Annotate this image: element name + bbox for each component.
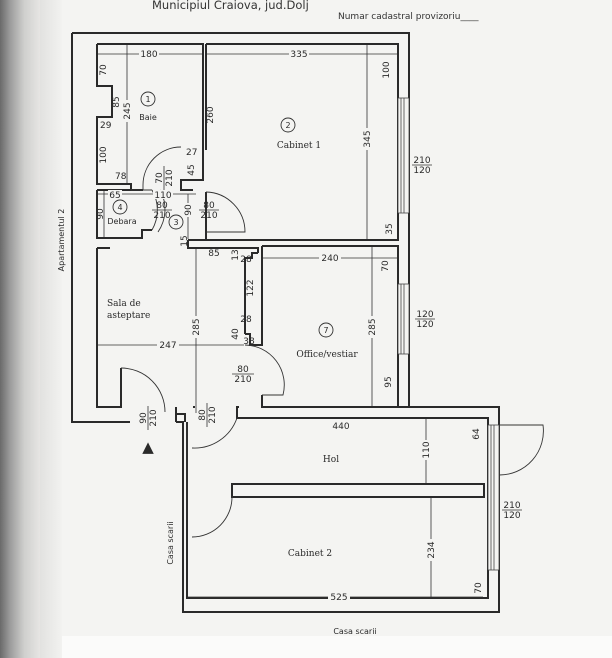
balcony-door-swing — [498, 424, 544, 476]
room-name-cabinet-2: Cabinet 2 — [288, 549, 332, 559]
cab1-door-swing — [205, 191, 246, 233]
baie-door-swing — [142, 146, 182, 190]
door-debara-width: 80 — [156, 201, 168, 211]
lower-block-walls — [175, 406, 500, 613]
door-office-width: 80 — [237, 365, 249, 375]
room-name-debara: Debara — [107, 217, 136, 226]
dim-office-28a: 28 — [240, 255, 252, 265]
window-office-height: 120 — [416, 310, 433, 320]
page-binding-shadow — [0, 0, 44, 658]
room-name-baie: Baie — [139, 113, 157, 122]
room-number-3: 3 — [173, 218, 178, 227]
dim-baie-29: 29 — [100, 121, 112, 131]
label-casa-scarii-left: Casa scarii — [166, 521, 175, 564]
window-cab2-width: 120 — [503, 511, 520, 521]
room-name-office: Office/vestiar — [296, 350, 358, 360]
cab1-window — [397, 97, 410, 214]
room-name-cabinet-1: Cabinet 1 — [277, 141, 321, 151]
door-entry-height: 210 — [149, 409, 159, 426]
dim-office-38: 38 — [243, 337, 255, 347]
north-arrow-icon: ▲ — [142, 438, 154, 456]
dim-cab1-345: 345 — [363, 130, 373, 147]
window-cab1-height: 210 — [413, 156, 430, 166]
dim-office-95: 95 — [384, 376, 394, 387]
door-office-height: 210 — [234, 375, 251, 385]
room-name-hol: Hol — [323, 455, 339, 465]
upper-block-walls — [71, 32, 410, 423]
door-cab1-width: 80 — [203, 201, 215, 211]
page-bottom-strip — [62, 636, 612, 658]
door-baie-height: 210 — [165, 169, 175, 186]
dim-baie-78: 78 — [115, 172, 127, 182]
room-number-2: 2 — [285, 121, 290, 130]
dim-sala-285: 285 — [192, 318, 202, 335]
dim-cab1-width: 335 — [290, 50, 307, 60]
hol-door-swing — [191, 417, 238, 449]
dim-debara-65: 65 — [109, 191, 120, 201]
page-margin — [40, 0, 62, 658]
dim-cab2-525: 525 — [330, 593, 347, 603]
cab2-door-swing — [191, 496, 233, 538]
door-cab1-height: 210 — [200, 211, 217, 221]
window-cab2-height: 210 — [503, 501, 520, 511]
dim-office-240: 240 — [321, 254, 338, 264]
door-baie-width: 70 — [155, 172, 165, 184]
room-number-4: 4 — [117, 203, 122, 212]
dim-hall-15: 15 — [180, 235, 190, 246]
dim-cab1-260: 260 — [206, 106, 216, 123]
dim-cab1-35: 35 — [385, 223, 395, 234]
office-door-swing — [244, 344, 285, 396]
cadastral-number-label: Numar cadastral provizoriu____ — [338, 12, 479, 22]
dim-cab1-100: 100 — [382, 61, 392, 78]
dim-baie-27: 27 — [186, 148, 197, 158]
dim-debara-90: 90 — [96, 208, 106, 220]
dim-baie-100: 100 — [99, 146, 109, 163]
door-hol-width: 80 — [198, 409, 208, 421]
room-name-sala-line2: asteptare — [107, 311, 150, 321]
dim-office-28b: 28 — [240, 315, 252, 325]
dim-baie-70: 70 — [99, 64, 109, 76]
dim-hol-64: 64 — [472, 428, 482, 440]
dim-baie-width: 180 — [140, 50, 157, 60]
dim-cab2-234: 234 — [427, 541, 437, 558]
office-window — [397, 283, 410, 355]
window-office-width: 120 — [416, 320, 433, 330]
dim-hall-110: 110 — [154, 191, 171, 201]
dim-office-40: 40 — [231, 328, 241, 340]
dim-hall-85: 85 — [208, 249, 219, 259]
room-number-7: 7 — [323, 326, 328, 335]
dim-baie-85: 85 — [112, 96, 122, 107]
dim-office-285: 285 — [368, 318, 378, 335]
dim-office-70: 70 — [381, 260, 391, 272]
window-cab1-width: 120 — [413, 166, 430, 176]
dim-hol-110: 110 — [422, 441, 432, 458]
dim-cab2-70: 70 — [474, 582, 484, 594]
door-debara-height: 210 — [153, 211, 170, 221]
header-title: Municipiul Craiova, jud.Dolj — [152, 0, 309, 12]
dim-hall-13: 13 — [231, 249, 241, 260]
label-apartamentul-2: Apartamentul 2 — [57, 209, 66, 272]
room-name-sala-line1: Sala de — [107, 299, 141, 309]
room-number-1: 1 — [145, 95, 150, 104]
dim-hall-90: 90 — [184, 204, 194, 216]
room-markers — [112, 91, 334, 338]
door-entry-width: 90 — [139, 412, 149, 424]
dim-baie-45: 45 — [187, 164, 197, 175]
dim-sala-247: 247 — [159, 341, 176, 351]
door-hol-height: 210 — [208, 406, 218, 423]
label-casa-scarii-bottom: Casa scarii — [333, 627, 376, 636]
entry-door-swing — [120, 367, 166, 413]
cab2-window — [487, 424, 500, 571]
dim-office-122: 122 — [246, 279, 256, 296]
dim-baie-245: 245 — [123, 102, 133, 119]
dim-hol-440: 440 — [332, 422, 349, 432]
